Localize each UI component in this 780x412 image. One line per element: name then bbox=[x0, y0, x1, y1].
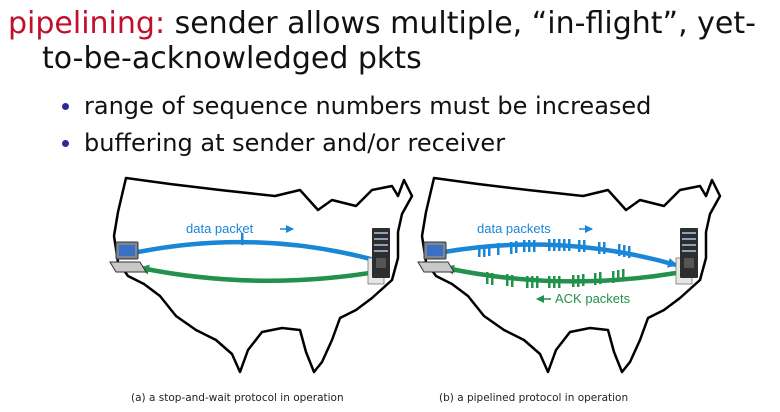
ack-packets-label-b: ACK packets bbox=[555, 291, 631, 306]
data-packet-label-a: data packet bbox=[186, 221, 254, 236]
heading-keyword: pipelining: bbox=[8, 6, 166, 41]
data-packets-label-b: data packets bbox=[477, 221, 551, 236]
diagram-a: data packet (a) a stop-and-wait protocol… bbox=[109, 176, 414, 404]
caption-b: (b) a pipelined protocol in operation bbox=[439, 392, 628, 404]
green-ack-arc-b bbox=[444, 264, 677, 284]
slide-heading: pipelining: sender allows multiple, “in-… bbox=[8, 6, 768, 76]
ack-packet-ticks-b bbox=[486, 269, 625, 288]
heading-text-line2: to-be-acknowledged pkts bbox=[42, 41, 422, 76]
green-ack-arc-a bbox=[139, 264, 383, 284]
bullet-item: range of sequence numbers must be increa… bbox=[62, 92, 651, 121]
receiver-server-icon-a bbox=[367, 228, 390, 285]
receiver-server-icon-b bbox=[675, 228, 698, 285]
bullet-list: range of sequence numbers must be increa… bbox=[62, 92, 651, 166]
caption-a: (a) a stop-and-wait protocol in operatio… bbox=[131, 392, 344, 404]
heading-text-line1: sender allows multiple, “in-flight”, yet… bbox=[165, 6, 756, 41]
bullet-item: buffering at sender and/or receiver bbox=[62, 129, 651, 158]
diagram-b: data packets ACK packets (b) a pipelined… bbox=[417, 176, 722, 404]
data-packet-tick-a bbox=[241, 233, 244, 245]
usa-map-outline-a bbox=[112, 176, 414, 374]
data-packet-ticks-b bbox=[478, 239, 631, 258]
usa-map-outline-b bbox=[420, 176, 722, 374]
sender-computer-icon-b bbox=[417, 241, 455, 273]
sender-computer-icon-a bbox=[109, 241, 147, 273]
blue-data-arc-a bbox=[137, 239, 384, 265]
